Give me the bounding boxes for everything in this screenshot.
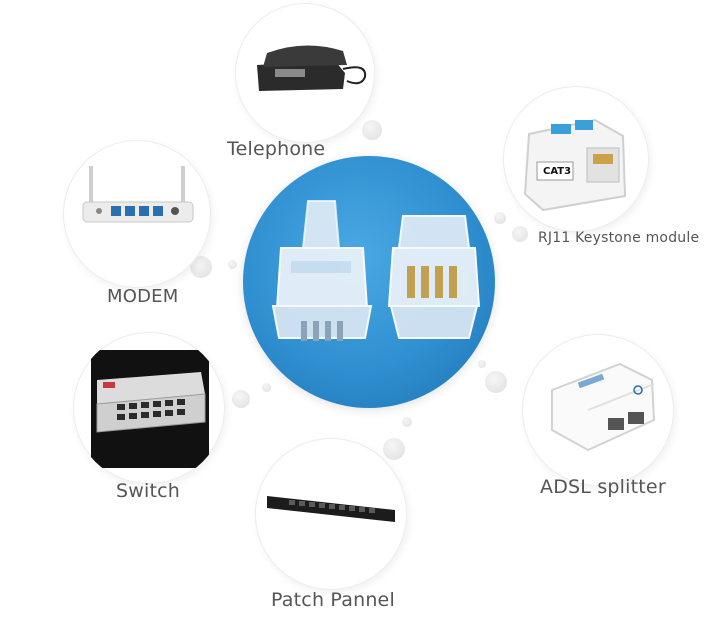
node-keystone: CAT3: [503, 86, 649, 232]
label-switch: Switch: [116, 480, 181, 502]
label-keystone: RJ11 Keystone module: [538, 230, 700, 246]
network-switch-icon: [91, 350, 209, 468]
label-modem: MODEM: [107, 286, 179, 307]
label-telephone: Telephone: [227, 138, 326, 160]
patch-panel-icon: [267, 496, 395, 522]
connector-dot: [383, 438, 405, 460]
keystone-cat3-text: CAT3: [543, 166, 572, 177]
keystone-jack-icon: [523, 118, 627, 212]
telephone-icon: [257, 45, 367, 91]
node-switch: [73, 332, 225, 484]
connector-dot: [402, 417, 412, 427]
center-rj11-circle: [243, 156, 495, 408]
connector-dot: [362, 120, 382, 140]
connector-dot: [494, 212, 506, 224]
connector-dot: [478, 360, 486, 368]
connector-dot: [190, 256, 212, 278]
connector-dot: [228, 260, 237, 269]
rj11-connector-icon: [271, 200, 481, 341]
connector-dot: [232, 390, 250, 408]
node-modem: [63, 140, 211, 288]
adsl-splitter-icon: [551, 362, 656, 452]
connector-dot: [485, 371, 507, 393]
modem-router-icon: [82, 166, 194, 223]
node-adsl: [522, 334, 674, 486]
label-patch: Patch Pannel: [271, 589, 395, 611]
connector-dot: [262, 383, 271, 392]
node-patch: [255, 438, 407, 590]
label-adsl: ADSL splitter: [540, 476, 666, 498]
node-telephone: [235, 3, 375, 143]
connector-dot: [512, 226, 528, 242]
